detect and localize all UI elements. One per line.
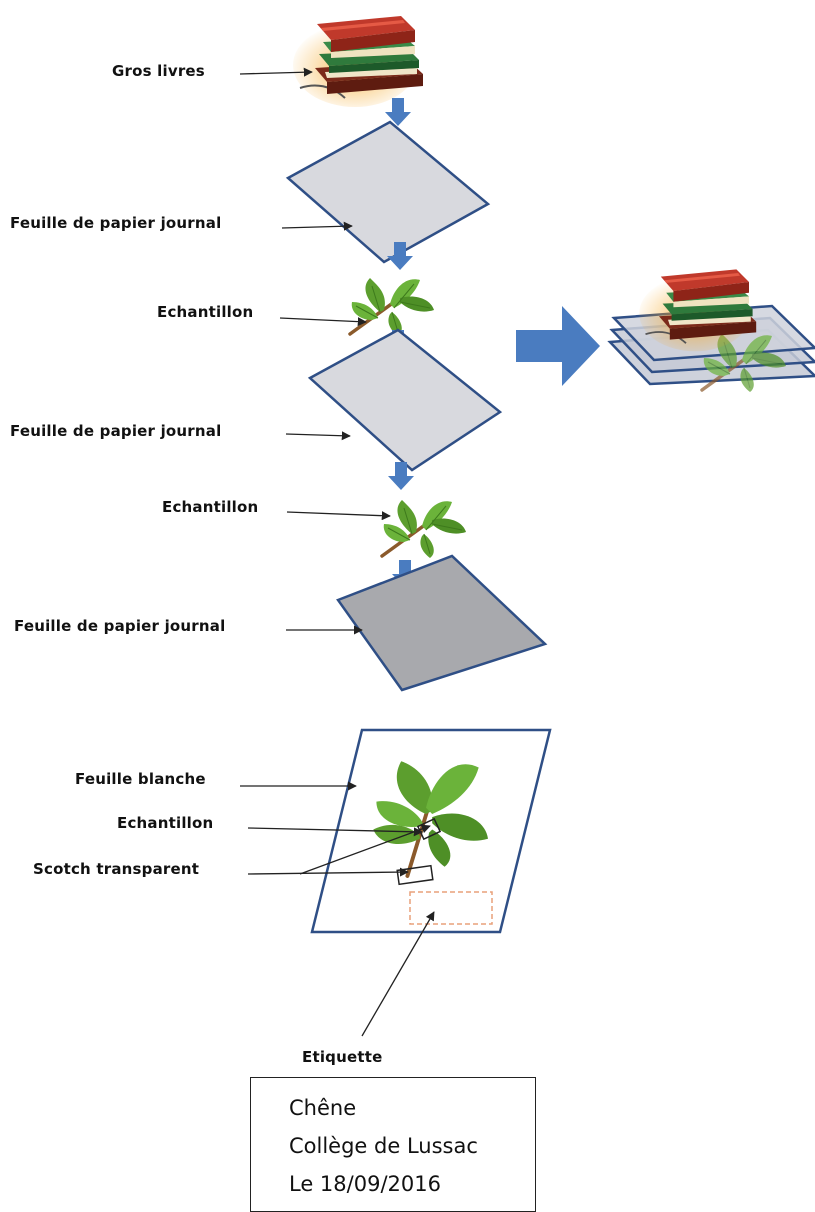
pointer-echantillon-1: [279, 317, 367, 327]
pointer-etiquette: [361, 911, 435, 1037]
etiquette-species: Chêne: [289, 1096, 357, 1120]
books-stack-icon: [292, 15, 424, 108]
label-feuille-journal-1: Feuille de papier journal: [10, 214, 222, 232]
tape-piece-bottom: [396, 864, 434, 886]
etiquette-date: Le 18/09/2016: [289, 1172, 441, 1196]
pointer-scotch-1: [247, 867, 409, 877]
etiquette-school: Collège de Lussac: [289, 1134, 478, 1158]
leaf-sample-1-icon: [348, 276, 436, 338]
pointer-feuille-2: [285, 431, 351, 441]
pointer-echantillon-3: [247, 827, 423, 837]
pointer-echantillon-2: [286, 511, 391, 521]
pointer-feuille-1: [281, 221, 353, 231]
label-feuille-blanche: Feuille blanche: [75, 770, 206, 788]
label-echantillon-2: Echantillon: [162, 498, 259, 516]
mounted-leaf-icon: [373, 761, 488, 878]
label-area: [409, 891, 493, 925]
pointer-scotch-2: [299, 824, 431, 875]
label-scotch-transparent: Scotch transparent: [33, 860, 200, 878]
label-echantillon-3: Echantillon: [117, 814, 214, 832]
label-echantillon-1: Echantillon: [157, 303, 254, 321]
newspaper-sheet-1: [285, 120, 491, 264]
label-feuille-journal-3: Feuille de papier journal: [14, 617, 226, 635]
newspaper-sheet-3: [336, 554, 548, 692]
newspaper-sheet-2: [307, 328, 503, 472]
leaf-sample-2-icon: [380, 498, 468, 560]
label-gros-livres: Gros livres: [112, 62, 205, 80]
etiquette-card: Chêne Collège de Lussac Le 18/09/2016: [250, 1077, 536, 1212]
right-arrow-icon: [516, 306, 600, 386]
label-etiquette: Etiquette: [302, 1048, 383, 1066]
pointer-gros-livres: [239, 67, 313, 77]
label-feuille-journal-2: Feuille de papier journal: [10, 422, 222, 440]
